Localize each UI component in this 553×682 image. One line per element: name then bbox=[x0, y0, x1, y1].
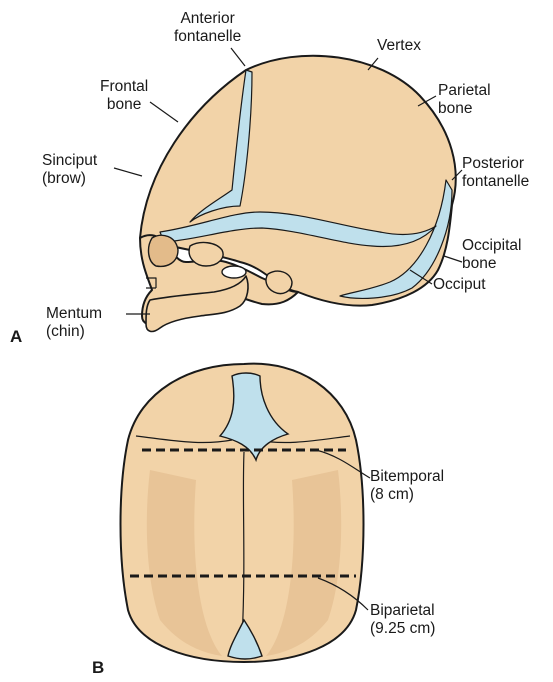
label-frontal-bone: Frontal bone bbox=[100, 78, 148, 114]
lateral-skull bbox=[140, 56, 456, 332]
label-vertex: Vertex bbox=[377, 37, 421, 55]
ear-canal bbox=[222, 266, 246, 278]
label-occipital-bone: Occipital bone bbox=[462, 237, 521, 273]
label-mentum: Mentum (chin) bbox=[46, 305, 102, 341]
label-parietal-bone: Parietal bone bbox=[438, 82, 491, 118]
panel-label-b: B bbox=[92, 658, 104, 678]
superior-skull bbox=[121, 364, 364, 662]
label-bitemporal: Bitemporal (8 cm) bbox=[370, 468, 444, 504]
label-posterior-fontanelle: Posterior fontanelle bbox=[462, 155, 529, 191]
label-biparietal: Biparietal (9.25 cm) bbox=[370, 602, 435, 638]
label-sinciput: Sinciput (brow) bbox=[42, 152, 97, 188]
label-occiput: Occiput bbox=[433, 276, 486, 294]
orbit bbox=[149, 235, 178, 266]
panel-label-a: A bbox=[10, 327, 22, 347]
label-anterior-fontanelle: Anterior fontanelle bbox=[174, 10, 241, 46]
zygomatic bbox=[189, 243, 223, 266]
